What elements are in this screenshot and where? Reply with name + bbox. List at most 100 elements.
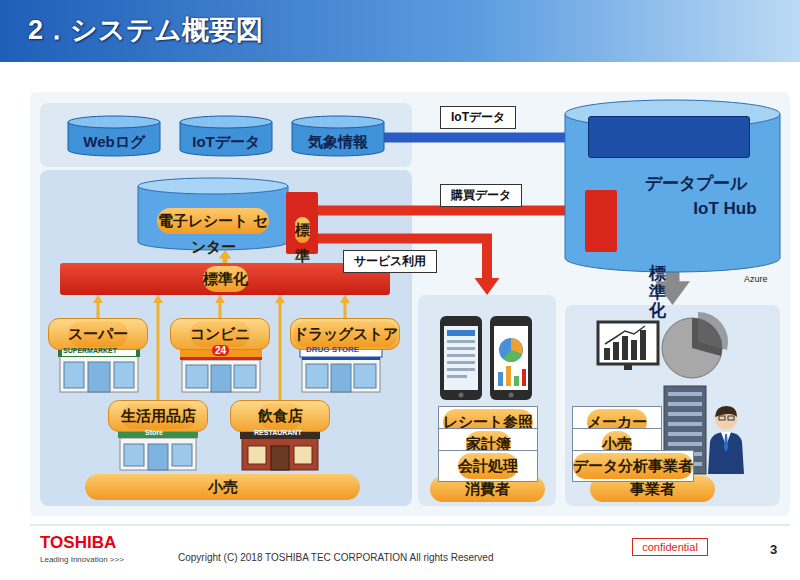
analytics-icons (631, 340, 637, 360)
convenience-store-icon (234, 365, 256, 388)
arrow-line (666, 272, 680, 282)
slide-title: 2．システム概要図 (28, 12, 263, 48)
data-pool-cylinder: データプール IoT Hub 標準化 (565, 100, 780, 272)
smartphone-icons (447, 330, 475, 336)
node-text: データ分析事業者 (573, 453, 693, 479)
analytics-icons (640, 330, 646, 360)
node-text: データプール (621, 172, 771, 195)
smartphone-icons (498, 372, 503, 386)
restaurant-icon (294, 446, 312, 464)
analytics-icons (613, 342, 619, 360)
cylinder-top (68, 116, 160, 128)
restaurant-icon (240, 428, 320, 470)
node-text: コンビニ (190, 321, 250, 347)
shop-sign: Store (145, 429, 163, 437)
smartphone-icons (444, 326, 478, 390)
node-text: 飲食店 (258, 403, 303, 429)
business-person-icon (719, 416, 725, 420)
drugstore-icon (302, 357, 380, 392)
supermarket-icon (114, 362, 134, 388)
connector-label: サービス利用 (343, 250, 437, 273)
analytics-icons (604, 348, 610, 360)
smartphone-icons (459, 393, 464, 398)
smartphone-icons (447, 368, 475, 371)
business-person-icon (708, 406, 744, 474)
daily-goods-store-icon (120, 438, 196, 470)
group-heading-band: 小売 (85, 474, 360, 500)
analytics-icons (605, 326, 645, 344)
daily-goods-store-icon (172, 444, 192, 466)
arrow-head (475, 278, 500, 295)
analytics-icons (698, 312, 728, 350)
standardize-band: 標準化 (60, 263, 390, 295)
arrow-head (340, 295, 350, 303)
flow-arrow (93, 295, 103, 318)
node-text: 会計処理 (458, 453, 518, 479)
standardize-box: 標準化 (286, 192, 318, 254)
cylinder-top (180, 116, 272, 128)
cylinder-body (138, 186, 288, 250)
title-band (0, 0, 800, 62)
business-person-icon (728, 416, 734, 420)
arrow-line (97, 302, 100, 318)
cylinder-top (138, 178, 288, 194)
flow-arrow (275, 295, 285, 400)
standardize-box: 標準化 (585, 190, 617, 252)
convenience-store-icon (211, 365, 231, 392)
arrow-head (153, 295, 163, 303)
node-text: スーパー (68, 321, 128, 347)
business-person-icon (715, 406, 737, 417)
convenience-store-icon (180, 357, 262, 360)
arrow-line (279, 302, 282, 400)
smartphone-icons (514, 376, 519, 386)
arrow-head (93, 295, 103, 303)
connector-label: 購買データ (440, 184, 522, 207)
drugstore-icon (300, 345, 382, 392)
convenience-store-icon (180, 345, 262, 392)
node-text: 標準化 (295, 217, 310, 243)
arrow-line (157, 302, 160, 400)
retail-panel: 小売電子レシート センター標準化標準化スーパーコンビニドラッグストア生活用品店飲… (40, 170, 412, 506)
content-ground (30, 92, 790, 516)
shop-sign: DRUG STORE (306, 346, 359, 355)
cylinder-body (565, 114, 780, 272)
office-building-icon (668, 432, 702, 436)
cylinder-top (292, 116, 384, 128)
business-panel (565, 305, 780, 506)
daily-goods-store-icon (148, 444, 168, 470)
daily-goods-store-icon (124, 444, 144, 466)
supermarket-icon (60, 355, 138, 392)
smartphone-icons (490, 316, 532, 400)
data-source-cylinder: Webログ (68, 116, 160, 159)
restaurant-icon (242, 438, 318, 470)
smartphone-icons (447, 361, 475, 364)
store-type-label: スーパー (48, 318, 148, 350)
smartphone-icons (494, 326, 528, 390)
smartphone-icons (509, 393, 514, 398)
arrow-head (215, 295, 225, 303)
node-text: ドラッグストア (293, 321, 398, 347)
node-text: IoTデータ (192, 133, 260, 152)
smartphone-icons (440, 316, 482, 400)
data-source-cylinder: 気象情報 (292, 116, 384, 159)
office-building-icon (668, 412, 702, 416)
receipt-center-cylinder: 電子レシート センター標準化 (138, 178, 288, 250)
flow-arrow (340, 295, 350, 318)
analytics-icons (622, 336, 628, 360)
smartphone-icons (503, 350, 522, 362)
smartphone-icons (447, 375, 467, 378)
drugstore-icon (302, 357, 380, 360)
business-item: データ分析事業者 (572, 450, 694, 482)
iot-hub-box: IoT Hub (588, 116, 750, 158)
flow-arrow (215, 295, 225, 318)
business-person-icon (724, 434, 728, 452)
node-text: Webログ (83, 133, 144, 152)
retail-panel (40, 170, 412, 506)
node-text: 標準化 (649, 265, 666, 321)
supermarket-icon (64, 362, 84, 388)
office-building-icon (668, 442, 702, 446)
page-number: 3 (770, 543, 777, 557)
footer-rule (30, 525, 790, 526)
restaurant-icon (248, 446, 266, 464)
